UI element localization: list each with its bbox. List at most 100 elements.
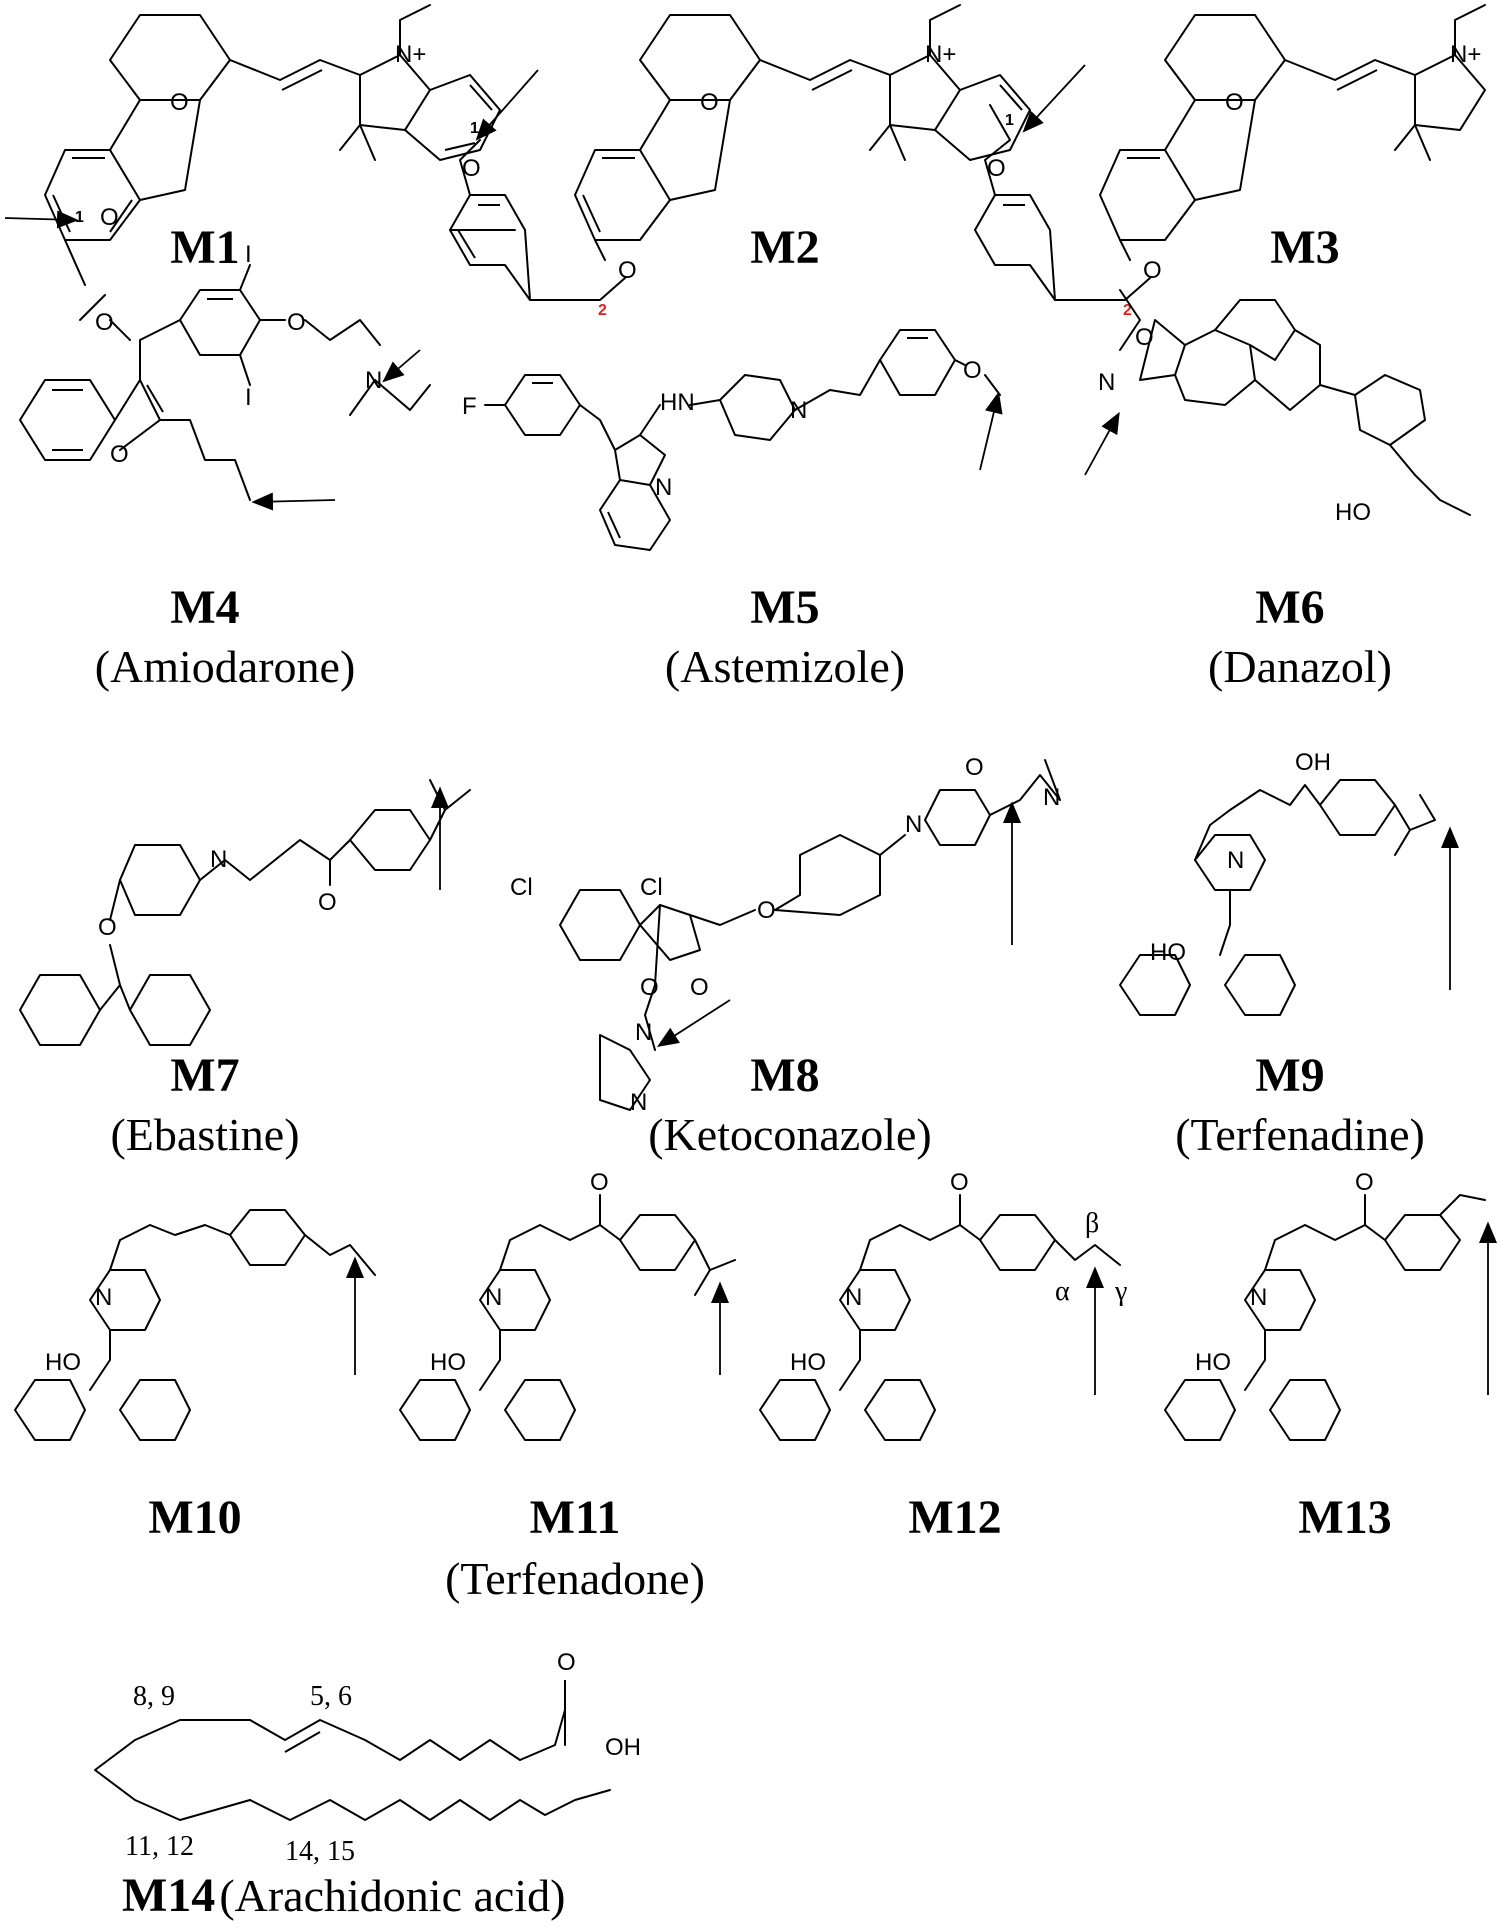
atom-nplus: N+ — [1450, 41, 1481, 68]
site-number: 1 — [470, 120, 479, 137]
atom-hn: HN — [660, 389, 695, 416]
structure-m4 — [19, 264, 431, 511]
site-number-red: 2 — [598, 302, 607, 319]
compound-id: M13 — [1298, 1491, 1392, 1544]
structure-m13 — [1164, 1194, 1497, 1441]
compound-name: (Arachidonic acid) — [219, 1870, 566, 1921]
structure-m6 — [1084, 289, 1471, 516]
atom-o: O — [950, 1169, 969, 1196]
structure-m9 — [1119, 779, 1459, 1016]
atom-o: O — [98, 914, 117, 941]
compound-id: M2 — [750, 221, 820, 274]
atom-o: O — [110, 441, 129, 468]
atom-o: O — [1225, 89, 1244, 116]
atom-ho: HO — [1150, 939, 1186, 966]
atom-o: O — [1355, 1169, 1374, 1196]
atom-ho: HO — [45, 1349, 81, 1376]
alpha-label: α — [1055, 1276, 1070, 1307]
compound-id: M12 — [908, 1491, 1002, 1544]
compound-name: (Ebastine) — [110, 1109, 300, 1160]
atom-o: O — [640, 974, 659, 1001]
atom-o: O — [100, 204, 119, 231]
structure-m12 — [759, 1194, 1121, 1441]
compound-name: (Terfenadine) — [1175, 1109, 1425, 1160]
atom-i: I — [245, 384, 252, 411]
structure-m11 — [399, 1194, 736, 1441]
m14-caption: M14 (Arachidonic acid) — [122, 1868, 565, 1923]
atom-o: O — [462, 155, 481, 182]
atom-n: N — [905, 811, 922, 838]
compound-name: (Astemizole) — [664, 641, 906, 692]
position-8-9: 8, 9 — [133, 1681, 175, 1712]
compound-id: M8 — [750, 1049, 820, 1102]
structure-m14 — [94, 1680, 611, 1821]
atom-n: N — [485, 1284, 502, 1311]
atom-cl: Cl — [640, 874, 663, 901]
structure-m7 — [19, 779, 471, 1046]
structure-m5 — [484, 329, 1003, 551]
atom-n: N — [1227, 847, 1244, 874]
atom-o: O — [95, 309, 114, 336]
atom-i: I — [245, 241, 252, 268]
atom-oh: OH — [605, 1734, 641, 1761]
atom-n: N — [1250, 1284, 1267, 1311]
compound-name: (Terfenadone) — [445, 1553, 705, 1604]
compound-id: M9 — [1255, 1049, 1325, 1102]
atom-o: O — [963, 357, 982, 384]
atom-oh: OH — [1295, 749, 1331, 776]
atom-o: O — [757, 897, 776, 924]
atom-nplus: N+ — [395, 41, 426, 68]
atom-ho: HO — [430, 1349, 466, 1376]
position-11-12: 11, 12 — [125, 1831, 194, 1862]
atom-ho: HO — [790, 1349, 826, 1376]
atom-o: O — [1143, 257, 1162, 284]
site-number-red: 2 — [1123, 302, 1132, 319]
atom-o: O — [700, 89, 719, 116]
atom-n: N — [655, 474, 672, 501]
atom-ho: HO — [1195, 1349, 1231, 1376]
atom-cl: Cl — [510, 874, 533, 901]
compound-id: M4 — [170, 581, 240, 634]
compound-id: M1 — [170, 221, 240, 274]
compound-id: M3 — [1270, 221, 1340, 274]
position-14-15: 14, 15 — [285, 1836, 355, 1867]
atom-o: O — [987, 155, 1006, 182]
structure-m8 — [559, 759, 1061, 1111]
atom-n: N — [1098, 369, 1115, 396]
site-number: 1 — [1005, 112, 1014, 129]
atom-o: O — [618, 257, 637, 284]
structure-m3 — [974, 4, 1486, 301]
compound-id: M14 — [122, 1869, 216, 1922]
atom-o: O — [557, 1649, 576, 1676]
atom-f: F — [462, 393, 477, 420]
position-5-6: 5, 6 — [310, 1681, 352, 1712]
compound-name: (Ketoconazole) — [648, 1109, 932, 1160]
atom-n: N — [1043, 784, 1060, 811]
structure-m2 — [449, 4, 1031, 301]
gamma-label: γ — [1114, 1276, 1127, 1307]
atom-o: O — [287, 309, 306, 336]
atom-o: O — [965, 754, 984, 781]
structure-m10 — [14, 1209, 376, 1441]
structure-m1 — [4, 4, 501, 321]
atom-n: N — [845, 1284, 862, 1311]
compound-name: (Danazol) — [1208, 641, 1392, 692]
atom-n: N — [95, 1284, 112, 1311]
compound-id: M10 — [148, 1491, 242, 1544]
compound-id: M11 — [529, 1491, 621, 1544]
atom-o: O — [590, 1169, 609, 1196]
compound-name: (Amiodarone) — [94, 641, 356, 692]
atom-o: O — [1135, 324, 1154, 351]
atom-n: N — [635, 1019, 652, 1046]
atom-n: N — [210, 846, 227, 873]
atom-ho: HO — [1335, 499, 1371, 526]
atom-n: N — [365, 367, 382, 394]
atom-o: O — [690, 974, 709, 1001]
atom-o: O — [170, 89, 189, 116]
compound-id: M6 — [1255, 581, 1325, 634]
atom-o: O — [318, 889, 337, 916]
compound-id: M5 — [750, 581, 820, 634]
compound-id: M7 — [170, 1049, 240, 1102]
beta-label: β — [1085, 1208, 1099, 1239]
